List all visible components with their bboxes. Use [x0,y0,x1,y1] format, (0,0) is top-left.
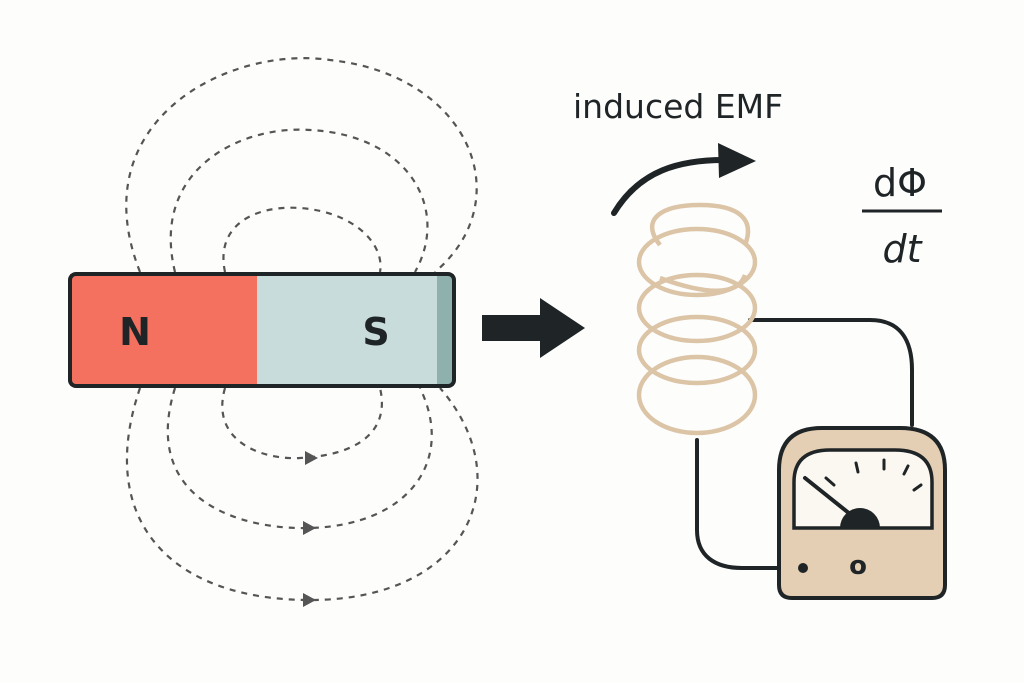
field-arrow-middle [303,521,316,535]
wire-top [748,318,914,427]
north-pole-label: N [119,310,151,354]
magnet-north-half [70,274,257,386]
right-arrow-icon [482,298,585,358]
magnetic-field-lines [125,57,479,602]
field-arrow-outer [303,593,316,607]
coil-connector [659,274,748,293]
meter-pivot [840,508,880,528]
coil-turn [636,272,758,344]
meter-terminal [798,563,808,573]
field-line-outer-bottom [125,387,479,602]
induced-emf-label: induced EMF [573,87,783,126]
bar-magnet: N S [68,272,456,388]
coil-turn [636,354,758,436]
field-line-inner-bottom [221,387,383,460]
field-line-middle-top [169,128,429,273]
wire-bottom [695,438,802,570]
field-line-outer-top [125,57,478,273]
meter-scale-ticks [824,458,923,492]
curved-arrow-icon [611,157,727,216]
formula-denominator: dt [882,227,923,271]
magnet-south-shade [437,274,454,386]
field-line-middle-bottom [166,387,433,530]
coil-turn [636,226,758,298]
magnet-south-half [257,274,437,386]
field-arrow-inner [305,451,318,465]
meter-knob: o [849,551,867,581]
circuit-wires [695,318,914,570]
magnet-outline [68,272,456,388]
curved-arrow-head [718,143,756,178]
formula-numerator: dΦ [873,161,927,205]
field-line-inner-top [222,206,382,273]
flux-derivative-formula: dΦ dt [862,161,942,271]
coil-turn [636,314,758,386]
field-direction-markers [303,451,318,607]
galvanometer: o [777,426,947,600]
wire-coil [636,202,758,436]
coil-turn [650,202,751,247]
south-pole-label: S [362,310,389,354]
meter-face [792,448,934,530]
